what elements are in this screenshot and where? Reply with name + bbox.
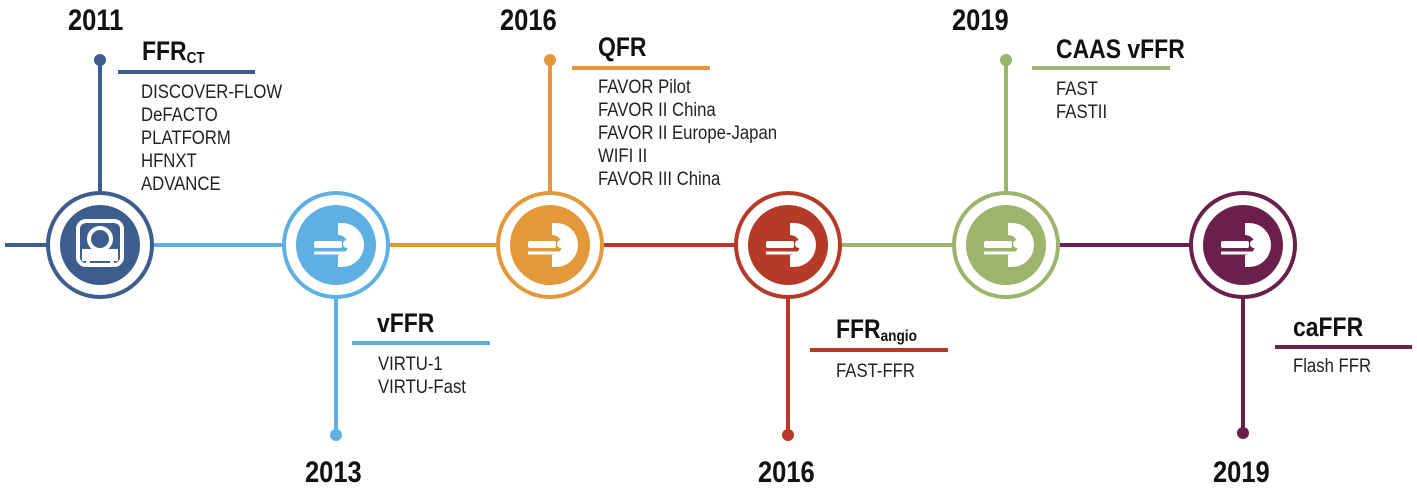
milestone-title: CAAS vFFR xyxy=(1056,34,1185,64)
stem-dot xyxy=(1237,427,1249,439)
year-label: 2019 xyxy=(1213,456,1270,489)
stem-dot xyxy=(1000,54,1012,66)
angiography-icon xyxy=(766,223,816,267)
ct-scanner-icon xyxy=(76,219,124,267)
milestone-title: FFRCT xyxy=(142,36,205,67)
node-circle xyxy=(60,205,140,285)
stem-dot xyxy=(94,54,106,66)
milestone-title: QFR xyxy=(598,32,647,62)
year-label: 2013 xyxy=(305,456,362,489)
angiography-icon xyxy=(1221,223,1271,267)
year-label: 2016 xyxy=(758,456,815,489)
trial-list: FAST-FFR xyxy=(836,361,915,382)
year-label: 2011 xyxy=(68,4,124,37)
stem-dot xyxy=(544,54,556,66)
milestone-title: caFFR xyxy=(1293,312,1364,342)
stem-dot xyxy=(330,429,342,441)
angiography-icon xyxy=(984,223,1034,267)
trial-list: Flash FFR xyxy=(1293,356,1372,377)
angiography-icon xyxy=(528,223,578,267)
year-label: 2019 xyxy=(952,4,1009,37)
stem-dot xyxy=(782,429,794,441)
angiography-icon xyxy=(314,223,364,267)
milestone-title: FFRangio xyxy=(836,314,917,345)
milestone-title: vFFR xyxy=(377,308,435,338)
year-label: 2016 xyxy=(500,4,557,37)
